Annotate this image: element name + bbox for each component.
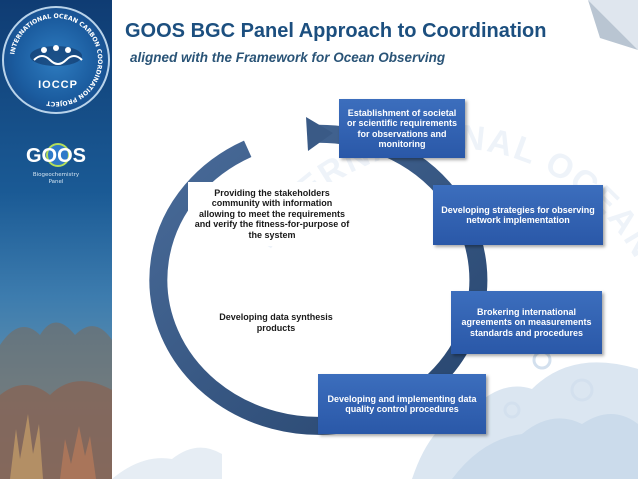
step-stakeholders-box: Providing the stakeholders community wit… xyxy=(188,182,356,246)
step-quality-control-text: Developing and implementing data quality… xyxy=(327,393,477,415)
step-strategies-box: Developing strategies for observing netw… xyxy=(433,185,603,245)
step-requirements-text: Establishment of societal or scientific … xyxy=(346,107,458,150)
ioccp-logo: INTERNATIONAL OCEAN CARBON COORDINATION … xyxy=(2,6,110,114)
goos-logo: GOOS xyxy=(26,143,86,167)
logo-text: IOCCP xyxy=(38,79,78,91)
coral-illustration xyxy=(0,322,112,479)
page-title: GOOS BGC Panel Approach to Coordination xyxy=(125,20,547,42)
step-synthesis-text: Developing data synthesis products xyxy=(219,312,333,333)
page-subtitle: aligned with the Framework for Ocean Obs… xyxy=(130,50,446,65)
ioccp-logo-art: INTERNATIONAL OCEAN CARBON COORDINATION … xyxy=(9,13,103,107)
step-stakeholders-text: Providing the stakeholders community wit… xyxy=(194,187,350,240)
step-requirements-box: Establishment of societal or scientific … xyxy=(339,99,465,158)
step-agreements-box: Brokering international agreements on me… xyxy=(451,291,602,354)
cycle-arrowhead xyxy=(306,117,333,151)
step-quality-control-box: Developing and implementing data quality… xyxy=(318,374,486,434)
goos-logo-text: GOOS xyxy=(26,145,86,167)
goos-caption: Biogeochemistry Panel xyxy=(32,172,80,185)
step-agreements-text: Brokering international agreements on me… xyxy=(461,306,592,338)
step-synthesis-box: Developing data synthesis products xyxy=(200,291,352,354)
step-strategies-text: Developing strategies for observing netw… xyxy=(441,204,595,226)
reef-background xyxy=(112,350,638,479)
sidebar: INTERNATIONAL OCEAN CARBON COORDINATION … xyxy=(0,0,112,479)
